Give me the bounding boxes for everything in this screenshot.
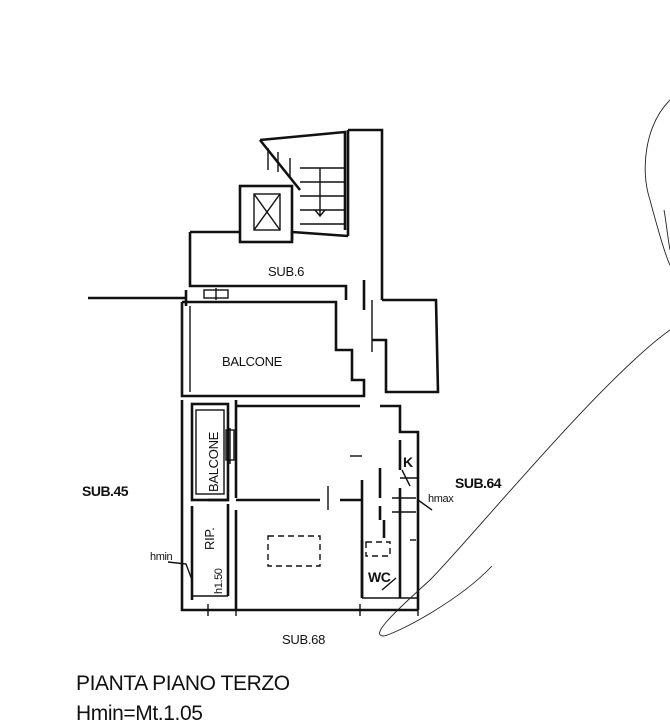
wc-label: WC: [368, 569, 391, 585]
hmax-label: hmax: [428, 493, 454, 505]
hmin-label: hmin: [150, 551, 173, 563]
balcone-main-label: BALCONE: [222, 354, 283, 369]
elevator: [238, 184, 294, 244]
sub6-label: SUB.6: [268, 264, 304, 279]
plan-title: PIANTA PIANO TERZO: [76, 672, 290, 695]
rip-label: RIP.: [202, 528, 217, 550]
right-wing: [371, 298, 440, 394]
min-height-note: Hmin=Mt.1.05: [76, 702, 203, 725]
sub45-label: SUB.45: [82, 483, 129, 499]
apartment-walls: [180, 400, 420, 612]
service-rooms: [360, 440, 418, 599]
sub64-label: SUB.64: [455, 475, 502, 491]
h150-label: h1.50: [213, 568, 225, 594]
sub68-label: SUB.68: [282, 632, 325, 647]
vertical-shaft: [346, 128, 384, 300]
landing-walls: [188, 230, 366, 310]
stairwell: [258, 130, 347, 230]
sketch-curve: [379, 99, 670, 637]
pointer-lines: [167, 499, 433, 581]
balcone-main: [180, 300, 366, 398]
balcone-side-label: BALCONE: [206, 431, 221, 492]
table-outline: [267, 535, 321, 567]
boundary-line: [88, 288, 229, 306]
k-label: K: [403, 454, 413, 470]
bottom-ticks: [207, 604, 419, 616]
